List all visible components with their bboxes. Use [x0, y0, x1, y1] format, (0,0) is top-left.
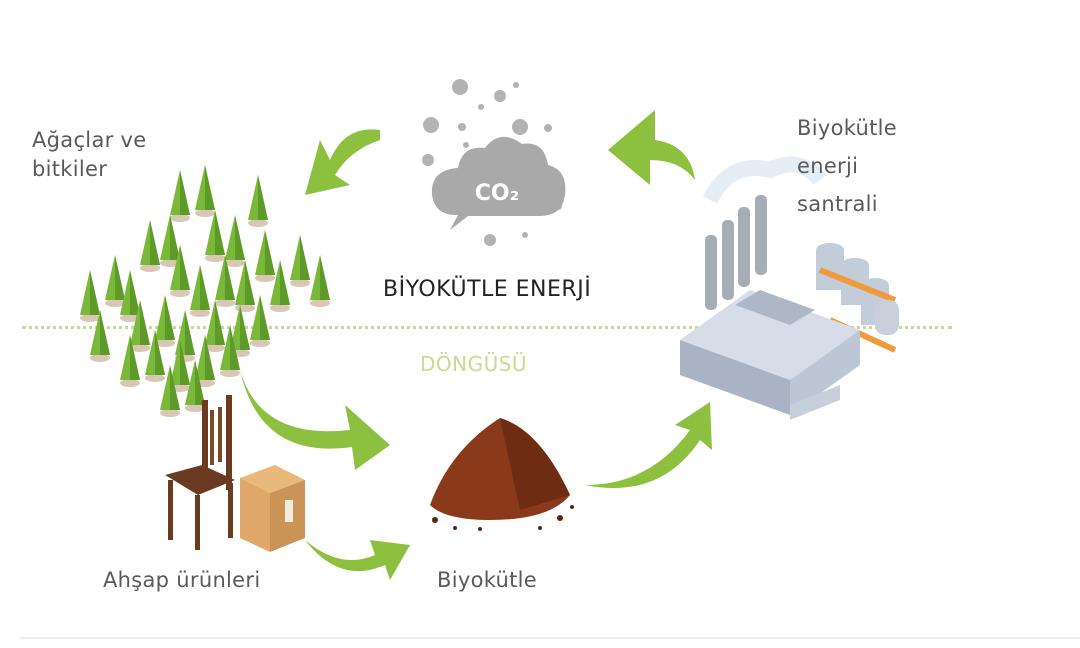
- box-icon: [240, 465, 305, 552]
- power-plant-label-line1: Biyokütle: [797, 116, 898, 140]
- chair-icon: [165, 395, 235, 550]
- power-plant-label-line2: enerji: [797, 154, 859, 178]
- biomass-label: Biyokütle: [437, 568, 538, 592]
- power-plant-icon: [680, 156, 899, 420]
- arrow-co2-to-trees: [305, 129, 380, 195]
- co2-label: CO₂: [475, 181, 519, 206]
- diagram-subtitle: DÖNGÜSÜ: [420, 352, 528, 376]
- diagram-title: BİYOKÜTLE ENERJİ: [383, 277, 592, 302]
- co2-cloud-icon: CO₂: [422, 79, 566, 246]
- trees-label: Ağaçlar ve bitkiler: [32, 126, 146, 184]
- trees-label-line1: Ağaçlar ve: [32, 128, 147, 152]
- bottom-divider: [20, 637, 1080, 639]
- biomass-pile-icon: [430, 418, 574, 531]
- wood-products-label: Ahşap ürünleri: [103, 568, 261, 592]
- power-plant-label-line3: santrali: [797, 192, 878, 216]
- arrow-products-to-biomass: [305, 540, 410, 580]
- trees-icon: [80, 165, 330, 417]
- arrow-trees-to-biomass: [240, 370, 390, 470]
- dotted-divider: [22, 326, 952, 329]
- trees-label-line2: bitkiler: [32, 157, 108, 181]
- power-plant-label: Biyokütle enerji santrali: [797, 109, 897, 223]
- arrow-biomass-to-plant: [585, 402, 712, 488]
- arrow-plant-to-co2: [608, 110, 695, 185]
